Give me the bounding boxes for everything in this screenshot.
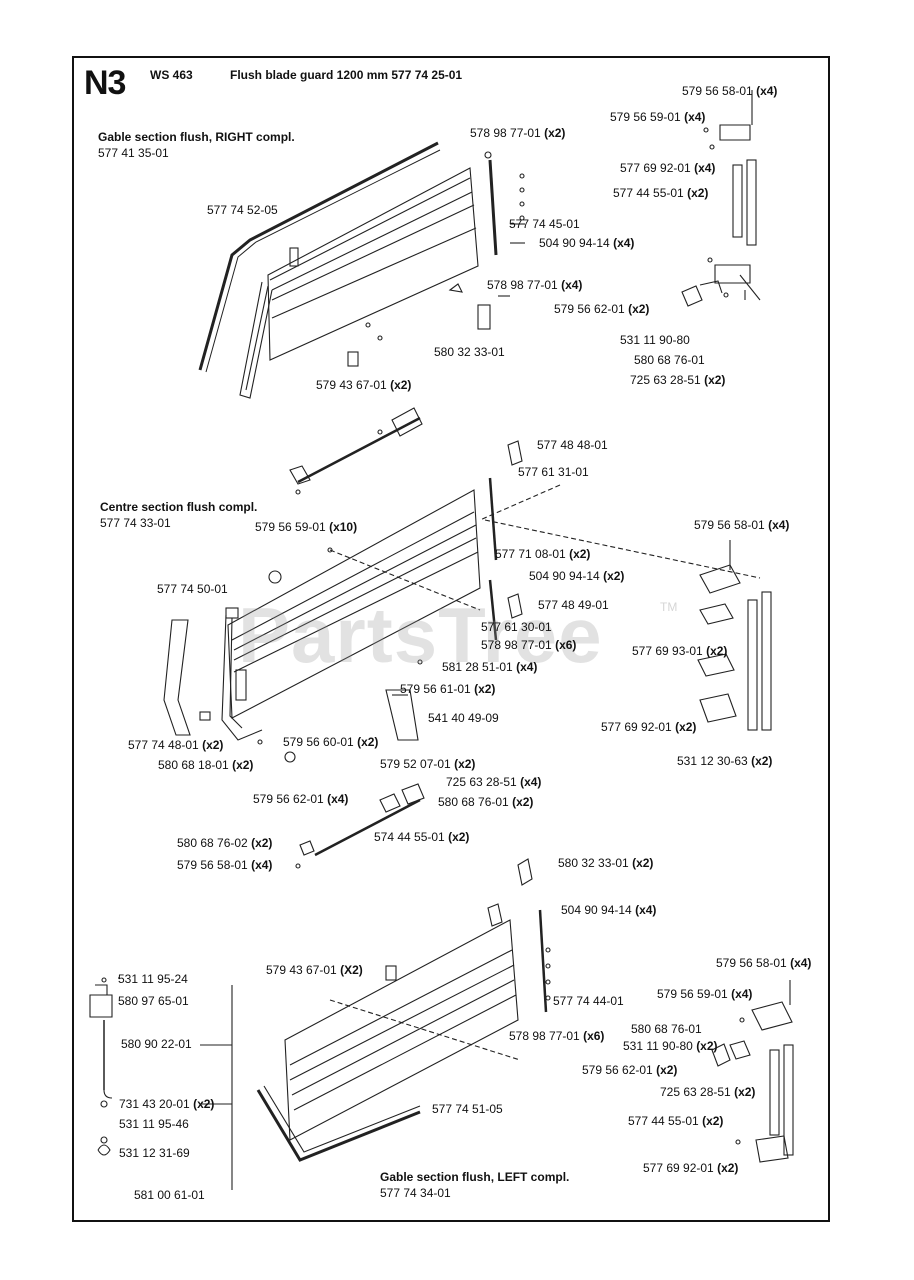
- part-label[interactable]: 580 68 76-01: [634, 353, 705, 367]
- part-label[interactable]: 531 12 31-69: [119, 1146, 190, 1160]
- part-label[interactable]: 531 11 90-80: [620, 333, 690, 347]
- part-label[interactable]: 577 61 30-01: [481, 620, 552, 634]
- part-label[interactable]: 578 98 77-01 (x6): [481, 638, 577, 652]
- part-label[interactable]: 725 63 28-51 (x2): [660, 1085, 756, 1099]
- part-label[interactable]: 541 40 49-09: [428, 711, 499, 725]
- gable-left-hinge: [711, 980, 794, 1163]
- section-id: N3: [84, 64, 126, 102]
- group-title: Centre section flush compl.: [100, 500, 258, 514]
- part-label[interactable]: 579 56 58-01 (x4): [716, 956, 812, 970]
- part-label[interactable]: 577 48 48-01: [537, 438, 608, 452]
- part-label[interactable]: 578 98 77-01 (x6): [509, 1029, 605, 1043]
- part-label[interactable]: 579 56 62-01 (x4): [253, 792, 349, 806]
- part-label[interactable]: 580 68 76-02 (x2): [177, 836, 273, 850]
- part-label[interactable]: 531 11 90-80 (x2): [623, 1039, 718, 1053]
- part-label[interactable]: 579 52 07-01 (x2): [380, 757, 476, 771]
- part-label[interactable]: 579 56 60-01 (x2): [283, 735, 379, 749]
- group-number: 577 41 35-01: [98, 146, 169, 160]
- part-label[interactable]: 579 43 67-01 (X2): [266, 963, 363, 977]
- group-title: Gable section flush, RIGHT compl.: [98, 130, 295, 144]
- part-label[interactable]: 580 97 65-01: [118, 994, 189, 1008]
- gable-left-assembly: [256, 858, 551, 1162]
- part-label[interactable]: 531 11 95-46: [119, 1117, 189, 1131]
- part-label[interactable]: 580 68 76-01 (x2): [438, 795, 534, 809]
- part-label[interactable]: 531 12 30-63 (x2): [677, 754, 773, 768]
- group-number: 577 74 34-01: [380, 1186, 451, 1200]
- centre-hinge: [697, 540, 772, 731]
- lock-assembly: [89, 977, 233, 1190]
- part-label[interactable]: 504 90 94-14 (x4): [539, 236, 635, 250]
- part-label[interactable]: 577 44 55-01 (x2): [628, 1114, 724, 1128]
- watermark-trademark: TM: [660, 600, 678, 614]
- part-label[interactable]: 580 68 18-01 (x2): [158, 758, 254, 772]
- part-label[interactable]: 577 74 45-01: [509, 217, 580, 231]
- part-label[interactable]: 580 68 76-01: [631, 1022, 702, 1036]
- part-label[interactable]: 504 90 94-14 (x4): [561, 903, 657, 917]
- part-label[interactable]: 577 69 92-01 (x2): [601, 720, 697, 734]
- gable-right-assembly: [198, 141, 525, 399]
- part-label[interactable]: 577 74 44-01: [553, 994, 624, 1008]
- part-label[interactable]: 577 48 49-01: [538, 598, 609, 612]
- part-label[interactable]: 581 00 61-01: [134, 1188, 205, 1202]
- lower-shaft: [295, 783, 425, 869]
- part-label[interactable]: 579 56 62-01 (x2): [582, 1063, 678, 1077]
- part-label[interactable]: 577 69 93-01 (x2): [632, 644, 728, 658]
- part-label[interactable]: 579 56 58-01 (x4): [694, 518, 790, 532]
- part-label[interactable]: 577 74 50-01: [157, 582, 228, 596]
- page-title: Flush blade guard 1200 mm 577 74 25-01: [230, 68, 463, 82]
- part-label[interactable]: 725 63 28-51 (x2): [630, 373, 726, 387]
- part-label[interactable]: 579 56 59-01 (x10): [255, 520, 358, 534]
- part-label[interactable]: 577 69 92-01 (x2): [643, 1161, 739, 1175]
- part-label[interactable]: 579 56 61-01 (x2): [400, 682, 496, 696]
- part-label[interactable]: 725 63 28-51 (x4): [446, 775, 542, 789]
- part-label[interactable]: 579 56 58-01 (x4): [682, 84, 778, 98]
- model-name: WS 463: [150, 68, 193, 82]
- part-label[interactable]: 581 28 51-01 (x4): [442, 660, 538, 674]
- part-label[interactable]: 578 98 77-01 (x4): [487, 278, 583, 292]
- centre-assembly: [163, 440, 761, 763]
- part-label[interactable]: 531 11 95-24: [118, 972, 188, 986]
- part-label[interactable]: 580 90 22-01: [121, 1037, 192, 1051]
- part-label[interactable]: 731 43 20-01 (x2): [119, 1097, 215, 1111]
- part-label[interactable]: 579 43 67-01 (x2): [316, 378, 412, 392]
- part-label[interactable]: 577 74 51-05: [432, 1102, 503, 1116]
- part-label[interactable]: 579 56 59-01 (x4): [657, 987, 753, 1001]
- group-number: 577 74 33-01: [100, 516, 171, 530]
- group-title: Gable section flush, LEFT compl.: [380, 1170, 570, 1184]
- diagram-frame: [72, 56, 830, 1222]
- part-label[interactable]: 577 74 52-05: [207, 203, 278, 217]
- part-label[interactable]: 580 32 33-01 (x2): [558, 856, 654, 870]
- part-label[interactable]: 577 61 31-01: [518, 465, 589, 479]
- part-label[interactable]: 574 44 55-01 (x2): [374, 830, 470, 844]
- part-label[interactable]: 578 98 77-01 (x2): [470, 126, 566, 140]
- part-label[interactable]: 577 69 92-01 (x4): [620, 161, 716, 175]
- part-label[interactable]: 579 56 58-01 (x4): [177, 858, 273, 872]
- gable-right-hinge: [681, 90, 761, 307]
- part-label[interactable]: 504 90 94-14 (x2): [529, 569, 625, 583]
- top-shaft: [289, 407, 423, 495]
- part-label[interactable]: 577 74 48-01 (x2): [128, 738, 224, 752]
- part-label[interactable]: 577 71 08-01 (x2): [495, 547, 591, 561]
- part-label[interactable]: 577 44 55-01 (x2): [613, 186, 709, 200]
- part-label[interactable]: 580 32 33-01: [434, 345, 505, 359]
- watermark: PartsTree: [238, 591, 603, 679]
- part-label[interactable]: 579 56 62-01 (x2): [554, 302, 650, 316]
- part-label[interactable]: 579 56 59-01 (x4): [610, 110, 706, 124]
